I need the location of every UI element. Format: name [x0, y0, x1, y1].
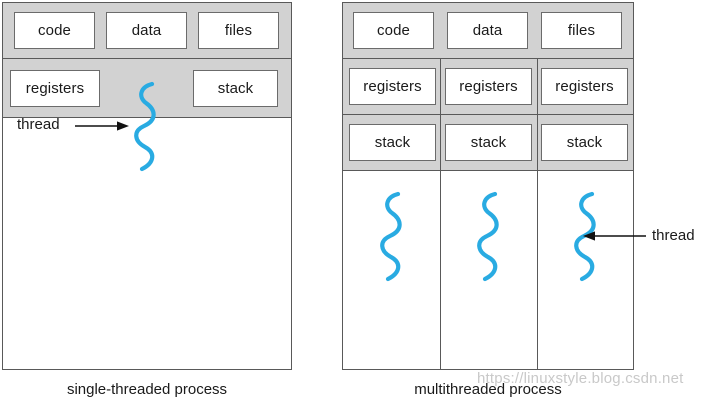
multithreaded-caption: multithreaded process	[414, 381, 562, 398]
single-threaded-process-panel: code data files registers stack thread	[2, 2, 292, 370]
multi-cell-stack-3: stack	[541, 124, 628, 161]
source-watermark: https://linuxstyle.blog.csdn.net	[477, 370, 684, 387]
single-resource-band: code data files	[3, 3, 291, 59]
multi-registers-band: registers registers registers	[343, 59, 633, 115]
single-cell-registers: registers	[10, 70, 100, 107]
single-threaded-caption: single-threaded process	[66, 381, 228, 398]
single-thread-arrow-icon	[75, 121, 129, 131]
multithreaded-process-panel: code data files registers registers regi…	[342, 2, 634, 370]
single-cell-code: code	[14, 12, 95, 49]
single-cell-files: files	[198, 12, 279, 49]
multi-cell-stack-1: stack	[349, 124, 436, 161]
single-thread-region	[3, 118, 291, 369]
multi-resource-band: code data files	[343, 3, 633, 59]
single-cell-data: data	[106, 12, 187, 49]
multi-column-divider-2	[537, 59, 538, 369]
multi-column-divider-1	[440, 59, 441, 369]
multi-cell-registers-2: registers	[445, 68, 532, 105]
multi-thread-arrow-icon	[583, 231, 646, 241]
multi-cell-registers-3: registers	[541, 68, 628, 105]
multi-thread-squiggle-icon-2	[473, 191, 507, 283]
multi-cell-files: files	[541, 12, 622, 49]
single-thread-squiggle-icon	[130, 81, 164, 173]
multi-cell-stack-2: stack	[445, 124, 532, 161]
single-thread-label: thread	[17, 116, 60, 133]
multi-stack-band: stack stack stack	[343, 115, 633, 171]
multi-thread-label: thread	[652, 227, 695, 244]
multi-cell-registers-1: registers	[349, 68, 436, 105]
multi-cell-data: data	[447, 12, 528, 49]
multi-thread-squiggle-icon-1	[376, 191, 410, 283]
multi-thread-region	[343, 171, 633, 369]
single-cell-stack: stack	[193, 70, 278, 107]
single-thread-state-band: registers stack	[3, 59, 291, 118]
multi-cell-code: code	[353, 12, 434, 49]
